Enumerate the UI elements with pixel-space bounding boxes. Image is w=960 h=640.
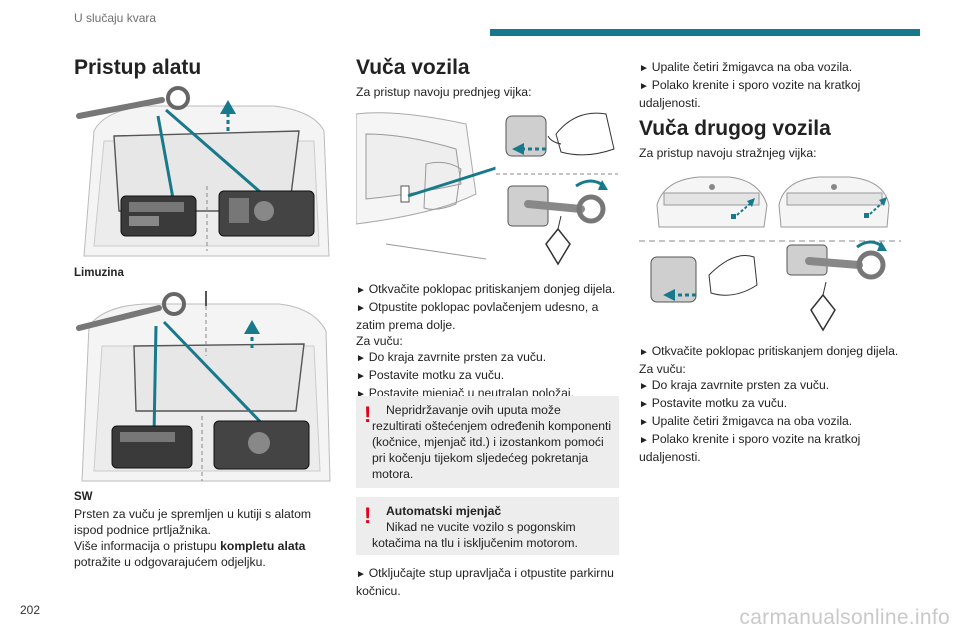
- section-title-towing-vehicle: Vuča vozila: [356, 56, 470, 79]
- warning-automatic-content: Automatski mjenjač Nikad ne vucite vozil…: [372, 503, 612, 551]
- tool-access-text: Prsten za vuču je spremljen u kutiji s a…: [74, 506, 336, 570]
- rear-step-attach-bar: Postavite motku za vuču.: [639, 395, 904, 413]
- caption-sw: SW: [74, 491, 93, 503]
- front-step-unclip-cover: Otkvačite poklopac pritiskanjem donjeg d…: [356, 281, 621, 299]
- front-step-steering-lock: Otključajte stup upravljača i otpustite …: [356, 565, 621, 599]
- step-hazard-lights: Upalite četiri žmigavca na oba vozila.: [639, 59, 901, 77]
- warning-box-automatic: ! Automatski mjenjač Nikad ne vucite voz…: [356, 497, 619, 555]
- warning-box-damage: ! Nepridržavanje ovih uputa može rezulti…: [356, 396, 619, 488]
- warning-text-damage: Nepridržavanje ovih uputa može rezultira…: [372, 403, 612, 481]
- page-number: 202: [20, 603, 41, 617]
- step-drive-slowly: Polako krenite i sporo vozite na kratkoj…: [639, 77, 901, 111]
- toolkit-reference: Više informacija o pristupu kompletu ala…: [74, 539, 306, 569]
- rear-step-unclip-cover: Otkvačite poklopac pritiskanjem donjeg d…: [639, 343, 904, 361]
- tow-ring-location: Prsten za vuču je spremljen u kutiji s a…: [74, 507, 312, 537]
- front-towing-label: Za vuču:: [356, 334, 403, 348]
- front-step-screw-ring: Do kraja zavrnite prsten za vuču.: [356, 349, 621, 367]
- rear-access-intro: Za pristup navoju stražnjeg vijka:: [639, 146, 817, 160]
- toolkit-link: kompletu alata: [220, 539, 306, 553]
- warning-text-automatic: Nikad ne vucite vozilo s pogonskim kotač…: [372, 520, 578, 550]
- warning-exclamation-icon: !: [364, 402, 372, 427]
- front-step-attach-bar: Postavite motku za vuču.: [356, 367, 621, 385]
- front-tow-eye-illustration: [356, 104, 618, 274]
- front-towing-steps: Otkvačite poklopac pritiskanjem donjeg d…: [356, 281, 621, 403]
- sedan-trunk-illustration: [74, 86, 336, 261]
- rear-towing-label: Za vuču:: [639, 362, 686, 376]
- front-access-intro: Za pristup navoju prednjeg vijka:: [356, 85, 532, 99]
- sw-trunk-illustration: [74, 286, 336, 486]
- watermark: carmanualsonline.info: [739, 606, 950, 629]
- col3-continued-steps: Upalite četiri žmigavca na oba vozila. P…: [639, 59, 901, 111]
- rear-tow-eye-illustration: [639, 165, 901, 335]
- caption-sedan: Limuzina: [74, 267, 124, 279]
- section-title-tool-access: Pristup alatu: [74, 56, 202, 79]
- running-header: U slučaju kvara: [74, 11, 157, 25]
- rear-step-hazard-lights: Upalite četiri žmigavca na oba vozila.: [639, 413, 904, 431]
- warning-exclamation-icon: !: [364, 503, 372, 528]
- section-title-towing-other: Vuča drugog vozila: [639, 117, 831, 140]
- header-accent-bar: [490, 29, 920, 36]
- front-step-release-cover: Otpustite poklopac povlačenjem udesno, a…: [356, 299, 621, 333]
- rear-towing-steps: Otkvačite poklopac pritiskanjem donjeg d…: [639, 343, 904, 465]
- warning-title-automatic: Automatski mjenjač: [386, 504, 502, 518]
- rear-step-drive-slowly: Polako krenite i sporo vozite na kratkoj…: [639, 431, 904, 465]
- rear-step-screw-ring: Do kraja zavrnite prsten za vuču.: [639, 377, 904, 395]
